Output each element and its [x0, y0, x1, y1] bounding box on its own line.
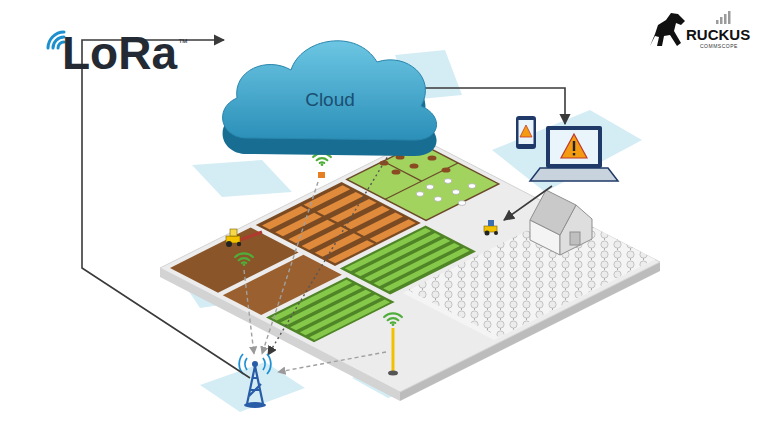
brand-name: RUCKUS: [686, 27, 750, 42]
barn: [530, 190, 592, 255]
warning-mark: [573, 153, 575, 155]
lora-waves: [48, 32, 64, 48]
fence: [383, 161, 421, 181]
data-flow: [82, 40, 565, 378]
wifi-icon: [313, 153, 331, 166]
tractor: [226, 229, 262, 247]
warning-triangle: [520, 125, 532, 137]
orchard-ground: [403, 212, 655, 340]
warning-mark: [573, 141, 575, 151]
wheel: [494, 231, 498, 235]
logo-text: LoRa: [62, 30, 177, 76]
trademark-symbol: ™: [178, 38, 188, 48]
wifi-icon: [235, 253, 253, 266]
warning-triangle: [561, 134, 587, 158]
tractor-cab: [230, 229, 237, 236]
tractor-cab: [488, 220, 494, 226]
laptop-screen-frame: [546, 126, 602, 168]
tower-base: [244, 402, 266, 408]
tractor: [484, 220, 498, 236]
signal-bars: [716, 11, 731, 24]
laptop: [530, 126, 618, 181]
cloud-face: [223, 41, 437, 140]
barn-door: [570, 232, 580, 245]
node-label: Cloud: [305, 89, 355, 111]
cloud-node: Cloud: [205, 20, 445, 180]
radio-link: [268, 136, 400, 355]
plow: [240, 232, 262, 240]
gateway-tower: [239, 354, 271, 408]
livestock: [380, 154, 476, 205]
farm-platform: [160, 138, 660, 401]
pole-base: [388, 371, 398, 376]
radio-link: [244, 270, 254, 354]
radio-link: [278, 352, 386, 372]
dog-logo: [650, 13, 685, 46]
flow-line: [504, 186, 552, 220]
radio-links: [244, 136, 400, 372]
orchard-trees: [408, 212, 655, 337]
tower-frame: [247, 366, 263, 404]
wheel: [226, 241, 232, 247]
platform-top: [160, 138, 660, 392]
phone-body: [516, 116, 536, 149]
panel: [492, 110, 642, 192]
laptop-screen: [550, 130, 598, 164]
panel: [192, 160, 292, 197]
phone-screen: [519, 120, 534, 144]
fields: [170, 140, 655, 386]
radio-link: [262, 182, 318, 354]
wheel: [485, 231, 490, 236]
tower-top: [252, 361, 258, 367]
crop-field: [266, 277, 395, 342]
wifi-icon: [384, 313, 402, 326]
flow-line: [82, 40, 250, 378]
phone: [516, 116, 536, 149]
brand-subtitle: COMMSCOPE: [700, 44, 738, 49]
laptop-keyboard: [530, 168, 618, 181]
crop-rows: [271, 280, 390, 340]
sensor-pole: [392, 328, 395, 372]
tower-waves: [239, 354, 271, 374]
wheel: [237, 242, 241, 246]
sensor-box: [318, 172, 325, 178]
